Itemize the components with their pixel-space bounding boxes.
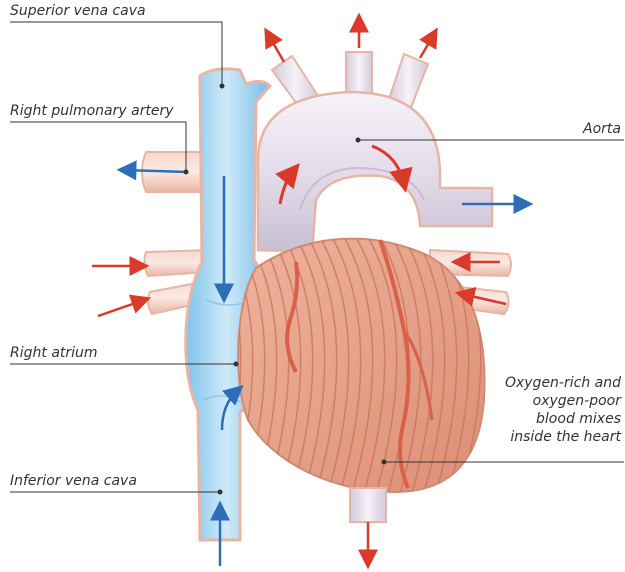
leader-superior-vena-cava — [10, 22, 222, 86]
muscle-striation — [544, 230, 577, 500]
label-right-pulmonary-artery: Right pulmonary artery — [10, 102, 174, 120]
muscle-striation — [592, 230, 625, 500]
heart-note-line: oxygen-poor — [471, 392, 621, 410]
aorta-vessel — [258, 52, 492, 252]
muscle-striation — [520, 230, 553, 500]
muscle-striation — [556, 230, 589, 500]
label-aorta: Aorta — [583, 120, 621, 138]
muscle-striation — [88, 230, 121, 500]
descending-vessel — [350, 488, 386, 522]
muscle-striation — [100, 230, 133, 500]
muscle-striation — [616, 230, 625, 500]
muscle-striation — [532, 230, 565, 500]
label-heart-note: Oxygen-rich and oxygen-poor blood mixes … — [471, 374, 621, 446]
heart-muscle — [52, 230, 625, 500]
label-superior-vena-cava: Superior vena cava — [10, 2, 146, 20]
muscle-striation — [52, 230, 85, 500]
label-inferior-vena-cava: Inferior vena cava — [10, 472, 137, 490]
heart-note-line: inside the heart — [471, 428, 621, 446]
heart-note-line: Oxygen-rich and — [471, 374, 621, 392]
arrow-veins-in-2 — [98, 300, 144, 316]
muscle-striation — [508, 230, 541, 500]
arrow-branch-right — [420, 34, 434, 58]
arrow-branch-left — [268, 34, 284, 62]
muscle-striation — [76, 230, 109, 500]
muscle-striation — [580, 230, 613, 500]
muscle-striation — [64, 230, 97, 500]
label-right-atrium: Right atrium — [10, 344, 98, 362]
muscle-striation — [112, 230, 145, 500]
heart-note-line: blood mixes — [471, 410, 621, 428]
muscle-striation — [604, 230, 625, 500]
muscle-striation — [568, 230, 601, 500]
